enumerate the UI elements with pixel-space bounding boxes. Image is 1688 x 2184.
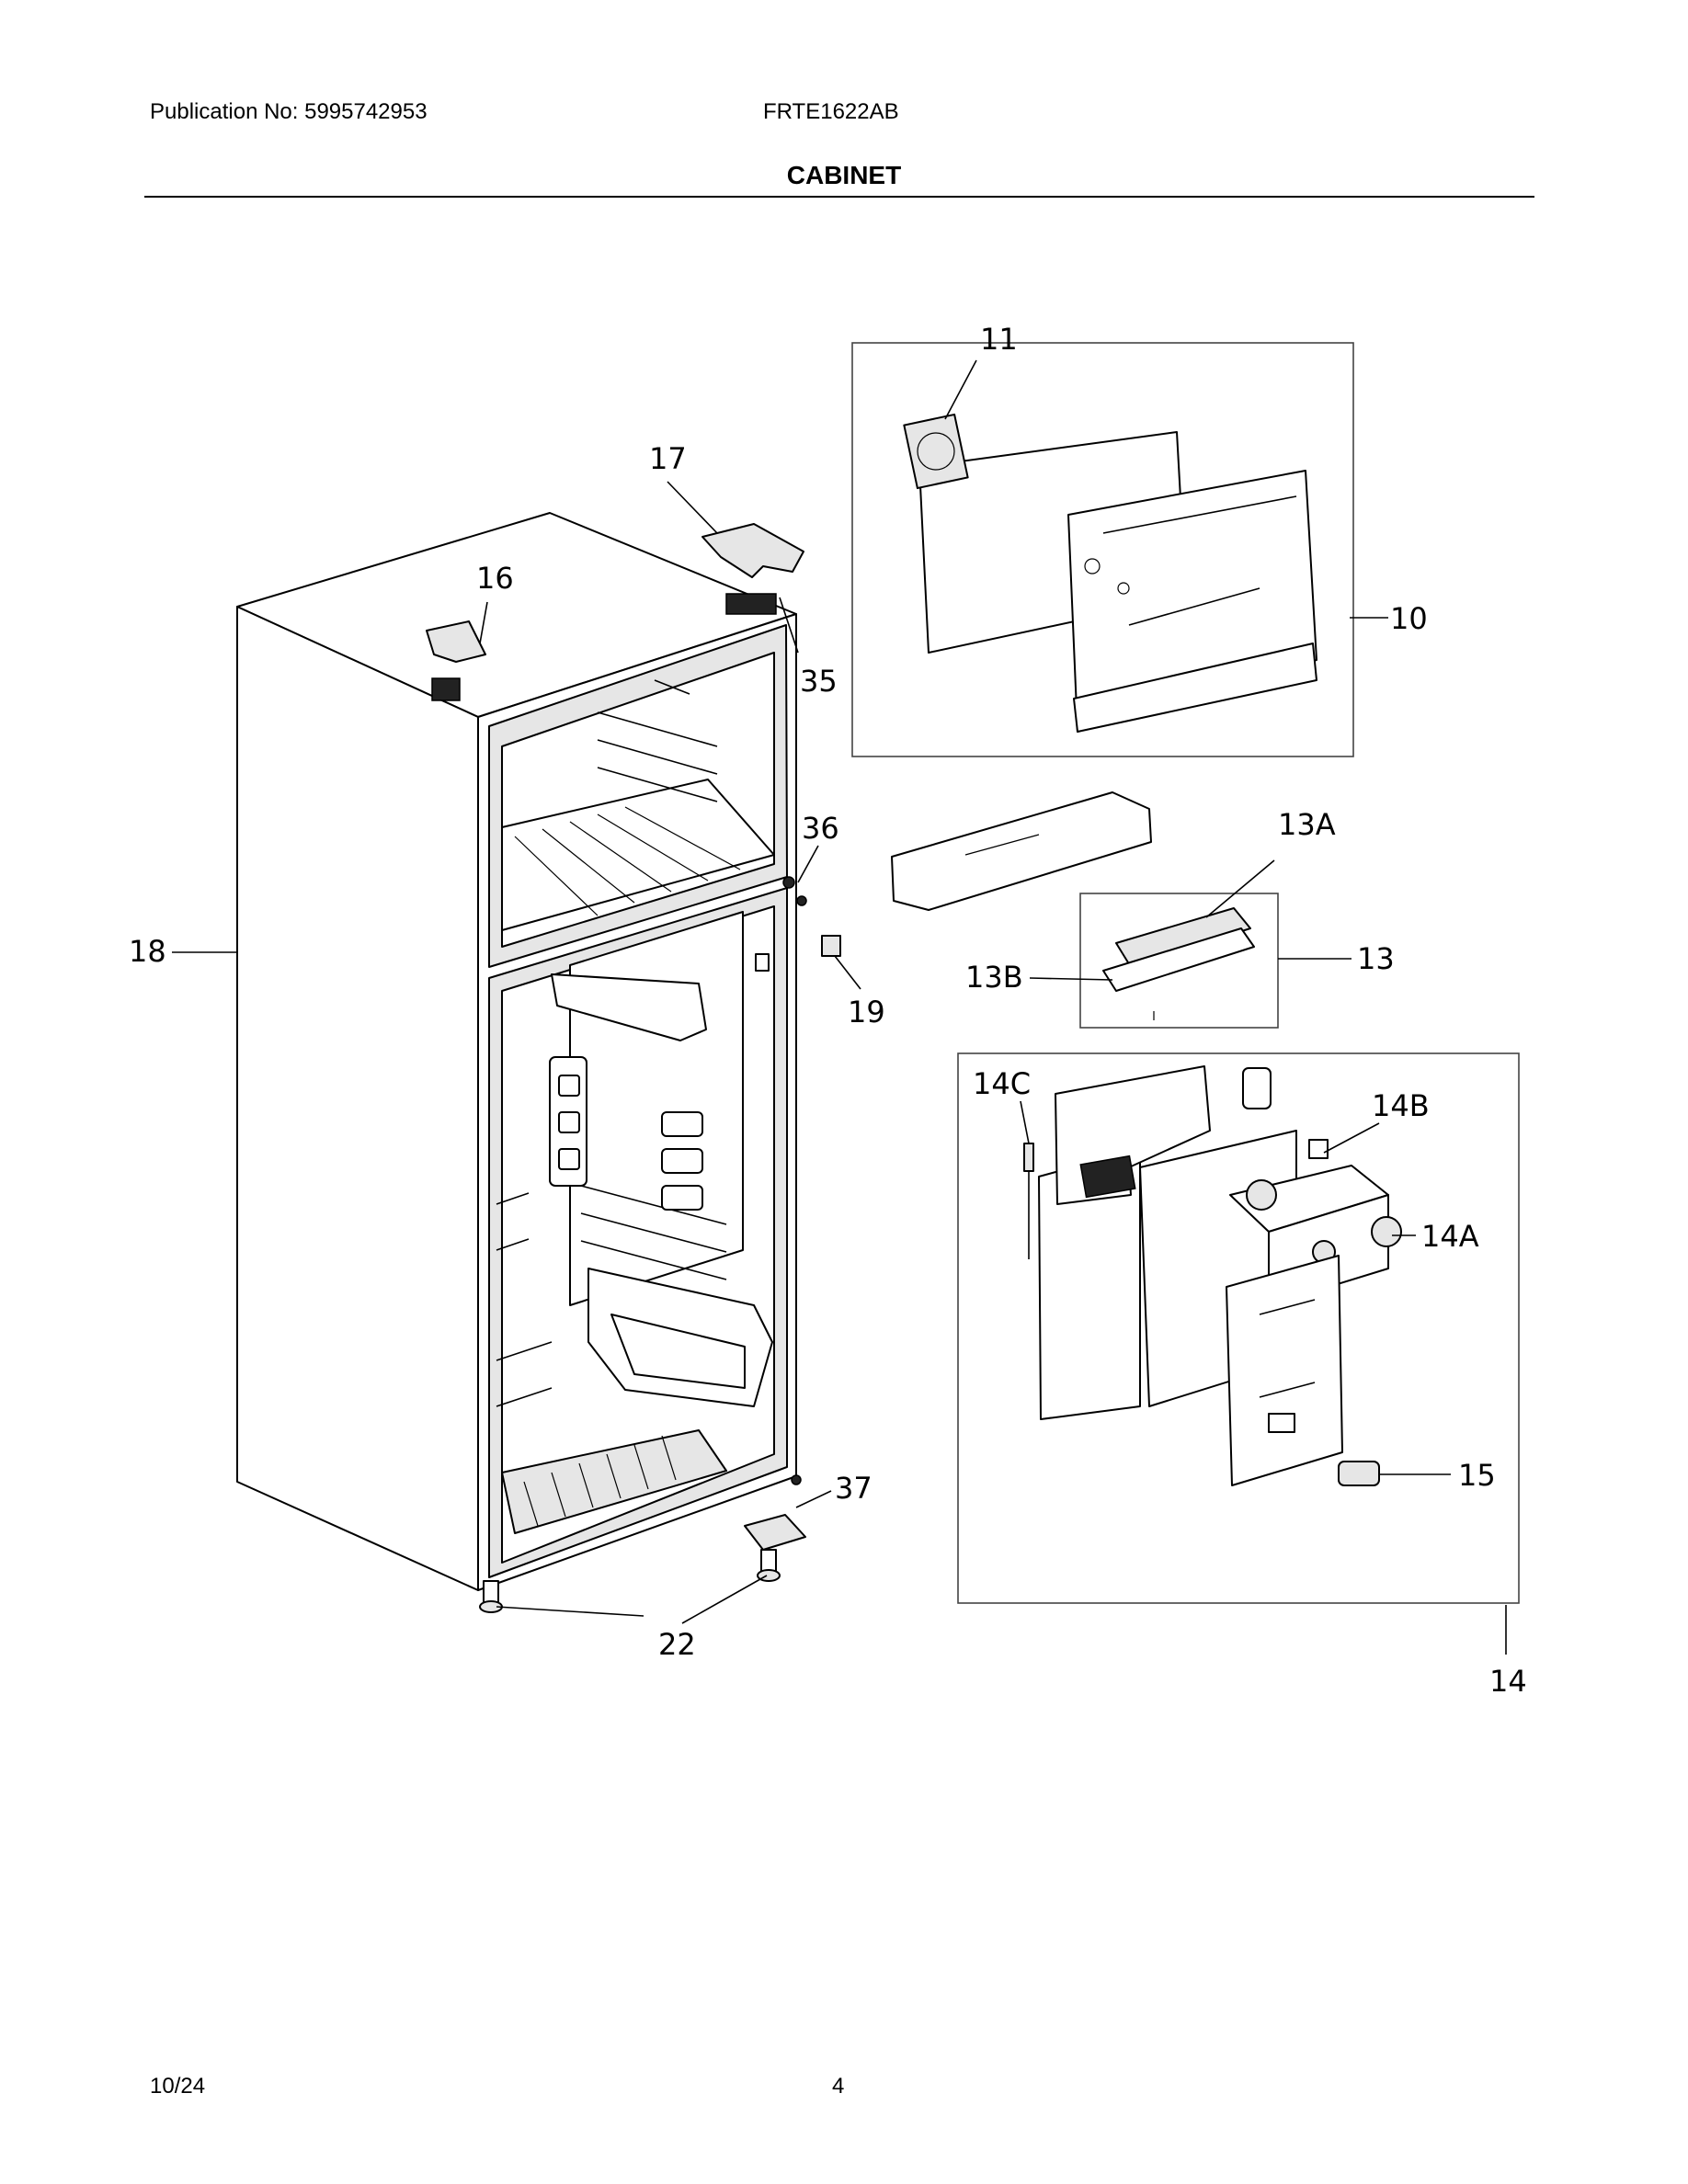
box-control-assembly: [957, 1052, 1520, 1604]
callout-14b: 14B: [1372, 1088, 1430, 1123]
page-number: 4: [832, 2074, 845, 2099]
callout-14: 14: [1489, 1664, 1527, 1699]
callout-13a: 13A: [1278, 807, 1336, 842]
part-13a-13b-light-cover: [1102, 907, 1255, 1020]
publication-number: Publication No: 5995742953: [150, 99, 428, 124]
box-evaporator-cover: [851, 342, 1354, 757]
callout-37: 37: [835, 1471, 873, 1506]
part-22-leveling-legs: [479, 1549, 781, 1613]
callout-14c: 14C: [973, 1066, 1031, 1101]
callout-36: 36: [802, 811, 839, 846]
part-14-control-assembly: [1023, 1065, 1402, 1486]
callout-14a: 14A: [1421, 1219, 1479, 1254]
part-13-light-housing: [891, 791, 1152, 911]
callout-17: 17: [649, 441, 687, 476]
part-37-bottom-hinge: [744, 1514, 806, 1551]
callout-13: 13: [1357, 941, 1395, 976]
model-number: FRTE1622AB: [763, 99, 899, 124]
callout-19: 19: [848, 995, 885, 1029]
leader-lines: [172, 359, 1507, 1655]
callout-10: 10: [1390, 601, 1428, 636]
callout-18: 18: [129, 934, 166, 969]
part-19-door-switch: [821, 935, 841, 957]
part-10-11-evaporator-cover-assembly: [903, 413, 1317, 733]
box-light-assembly: [1079, 893, 1279, 1029]
callout-16: 16: [476, 561, 514, 596]
callout-15: 15: [1458, 1458, 1496, 1493]
part-17-hinge-cover: [701, 523, 804, 578]
footer-date: 10/24: [150, 2074, 206, 2099]
section-title: CABINET: [786, 161, 902, 189]
cabinet-body: [236, 512, 807, 1591]
callout-11: 11: [980, 322, 1018, 357]
header-divider: [144, 196, 1534, 198]
callout-22: 22: [658, 1627, 696, 1662]
part-16-hinge-cover: [426, 620, 486, 663]
callout-13b: 13B: [965, 960, 1023, 995]
callout-35: 35: [800, 664, 838, 699]
